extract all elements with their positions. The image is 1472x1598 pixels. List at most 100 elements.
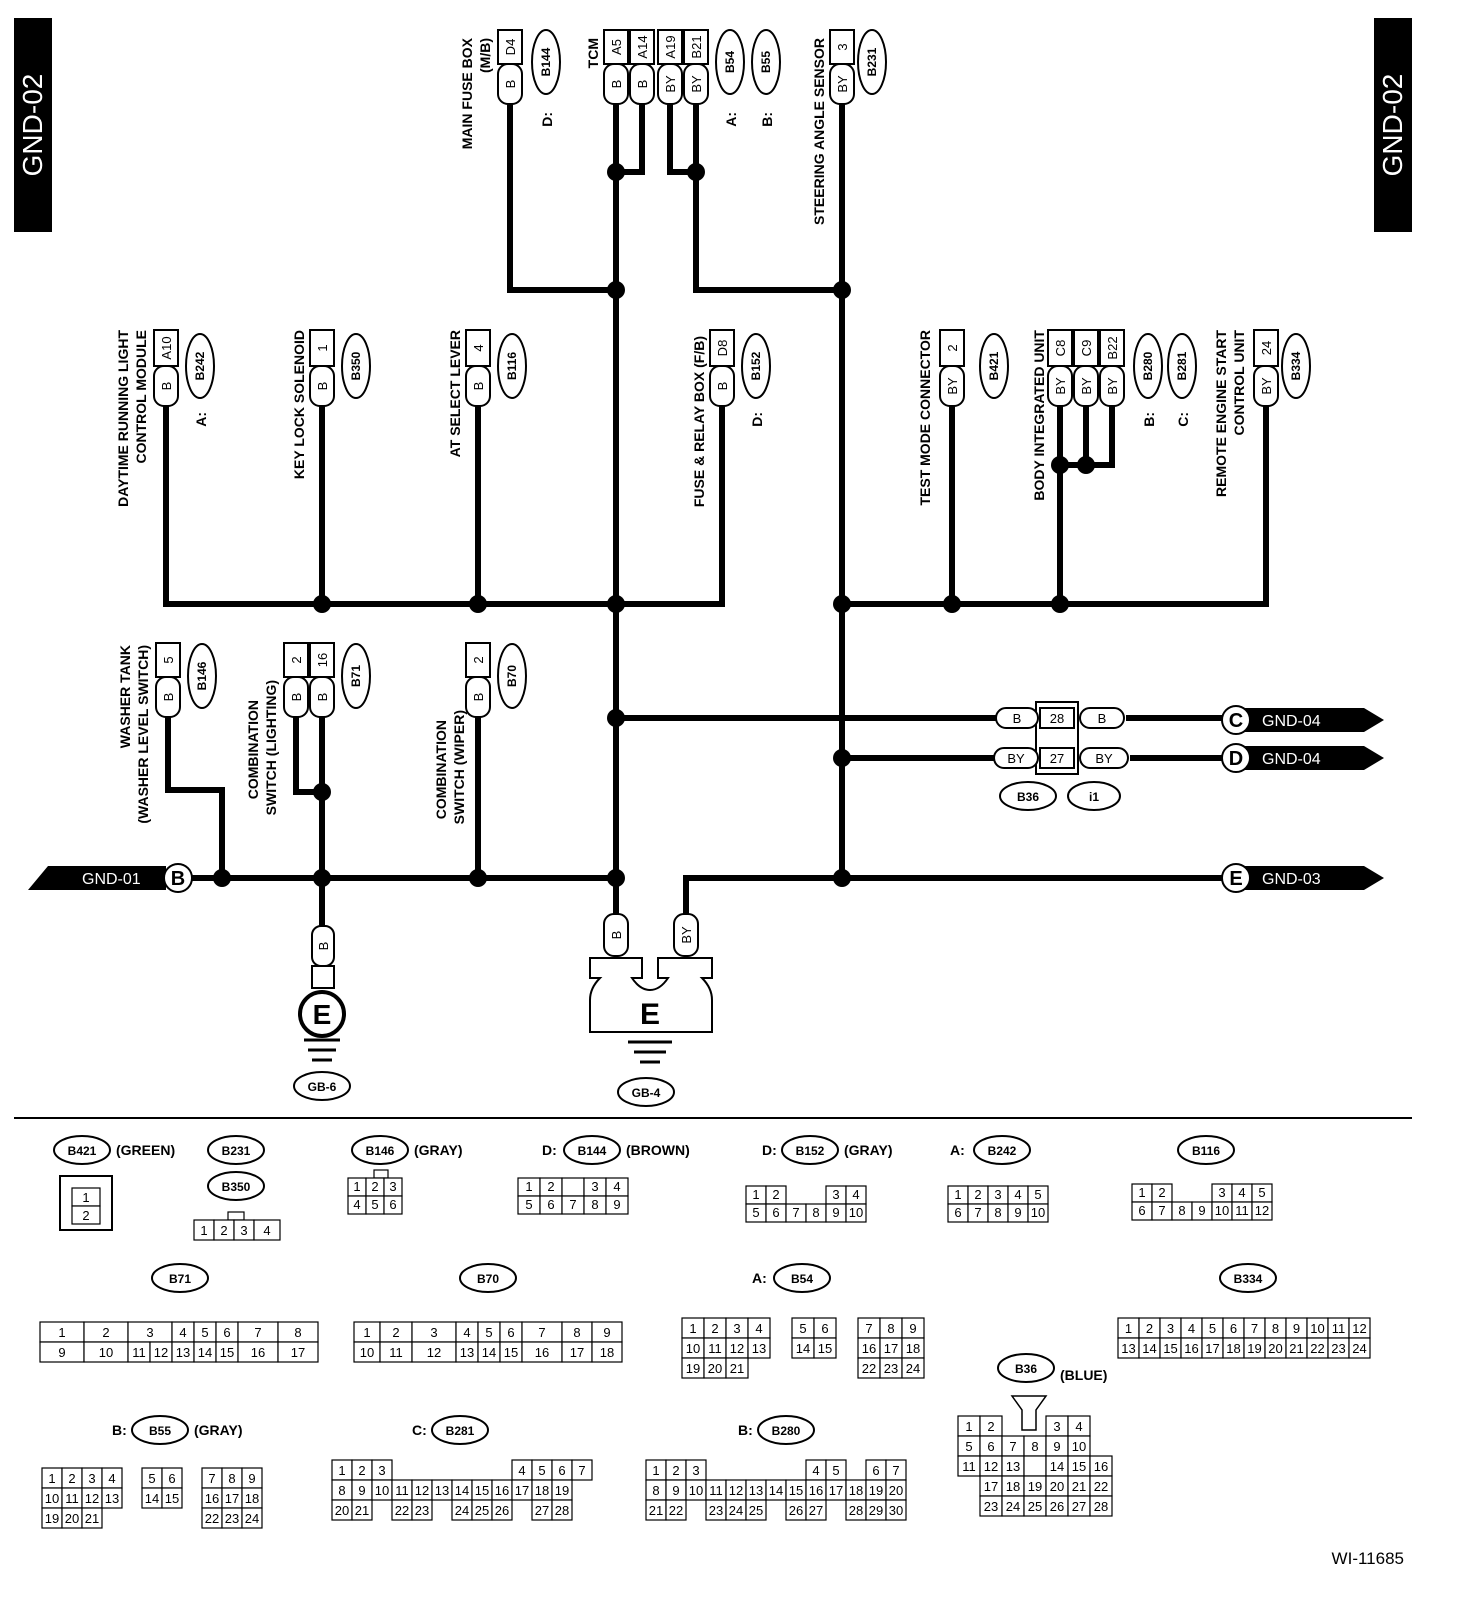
svg-text:12: 12 [427, 1345, 441, 1360]
svg-text:16: 16 [809, 1483, 823, 1498]
joint-connector-b36-i1: B 28 B BY 27 BY B36 i1 [993, 701, 1129, 811]
svg-text:BY: BY [689, 75, 704, 93]
svg-text:8: 8 [228, 1471, 235, 1486]
svg-text:21: 21 [730, 1361, 744, 1376]
combination-switch-lighting-connector: COMBINATION SWITCH (LIGHTING) 2 16 B B B… [245, 642, 371, 815]
svg-text:B55: B55 [149, 1424, 171, 1438]
svg-text:12: 12 [729, 1483, 743, 1498]
svg-text:5: 5 [161, 656, 176, 663]
svg-text:6: 6 [168, 1471, 175, 1486]
svg-text:BY: BY [1007, 751, 1025, 766]
svg-text:(BLUE): (BLUE) [1060, 1367, 1107, 1383]
svg-text:2: 2 [1146, 1321, 1153, 1336]
svg-text:17: 17 [570, 1345, 584, 1360]
svg-text:21: 21 [649, 1503, 663, 1518]
svg-text:6: 6 [558, 1463, 565, 1478]
svg-text:B36: B36 [1015, 1362, 1037, 1376]
svg-text:13: 13 [752, 1341, 766, 1356]
svg-text:SWITCH (WIPER): SWITCH (WIPER) [451, 710, 467, 824]
svg-text:18: 18 [906, 1341, 920, 1356]
svg-text:22: 22 [1310, 1341, 1324, 1356]
svg-text:27: 27 [1072, 1499, 1086, 1514]
tcm-connector: TCM A5 A14 A19 B21 B B BY BY B54 A: B55 … [585, 29, 781, 127]
svg-text:B: B [635, 80, 650, 89]
svg-text:2: 2 [392, 1325, 399, 1340]
svg-text:B:: B: [112, 1422, 127, 1438]
figure-id: WI-11685 [1332, 1549, 1404, 1568]
svg-text:A14: A14 [635, 35, 650, 58]
svg-text:16: 16 [315, 653, 330, 667]
svg-text:11: 11 [709, 1483, 723, 1498]
svg-text:6: 6 [772, 1205, 779, 1220]
svg-text:B231: B231 [865, 47, 879, 76]
svg-text:10: 10 [375, 1483, 389, 1498]
svg-text:BY: BY [1105, 377, 1120, 395]
svg-text:15: 15 [220, 1345, 234, 1360]
svg-text:23: 23 [984, 1499, 998, 1514]
ground-gb4: B BY E GB-4 [589, 913, 713, 1107]
svg-text:B116: B116 [1192, 1144, 1220, 1158]
svg-text:1: 1 [200, 1223, 207, 1238]
svg-text:5: 5 [525, 1197, 532, 1212]
svg-text:24: 24 [1352, 1341, 1366, 1356]
svg-text:24: 24 [1006, 1499, 1020, 1514]
svg-text:15: 15 [504, 1345, 518, 1360]
svg-text:3: 3 [1218, 1185, 1225, 1200]
main-fuse-box-connector: D4 B B144 D: MAIN FUSE BOX (M/B) [459, 29, 561, 149]
svg-text:B36: B36 [1017, 790, 1039, 804]
svg-text:6: 6 [987, 1439, 994, 1454]
svg-text:5: 5 [371, 1197, 378, 1212]
svg-text:A5: A5 [609, 39, 624, 55]
svg-text:B:: B: [738, 1422, 753, 1438]
svg-text:6: 6 [223, 1325, 230, 1340]
svg-text:DAYTIME RUNNING LIGHT: DAYTIME RUNNING LIGHT [115, 330, 131, 507]
svg-text:B: B [171, 868, 185, 890]
svg-text:3: 3 [1053, 1419, 1060, 1434]
svg-text:GND-01: GND-01 [82, 871, 141, 888]
svg-text:20: 20 [708, 1361, 722, 1376]
svg-text:23: 23 [709, 1503, 723, 1518]
svg-text:GND-02: GND-02 [1377, 74, 1408, 177]
svg-text:4: 4 [852, 1187, 859, 1202]
svg-text:B280: B280 [772, 1424, 801, 1438]
svg-text:15: 15 [818, 1341, 832, 1356]
svg-text:7: 7 [1158, 1203, 1165, 1218]
svg-text:3: 3 [240, 1223, 247, 1238]
svg-text:BODY INTEGRATED UNIT: BODY INTEGRATED UNIT [1031, 330, 1047, 501]
svg-text:16: 16 [205, 1491, 219, 1506]
svg-text:STEERING ANGLE SENSOR: STEERING ANGLE SENSOR [811, 38, 827, 225]
svg-text:WASHER TANK: WASHER TANK [117, 645, 133, 748]
svg-text:B281: B281 [1175, 351, 1189, 380]
svg-text:2: 2 [220, 1223, 227, 1238]
svg-text:D8: D8 [715, 340, 730, 357]
svg-text:B242: B242 [988, 1144, 1017, 1158]
svg-text:B144: B144 [578, 1144, 607, 1158]
svg-text:A:: A: [723, 112, 739, 127]
svg-text:B: B [471, 693, 486, 702]
svg-text:B: B [316, 942, 331, 951]
svg-text:10: 10 [99, 1345, 113, 1360]
svg-text:21: 21 [85, 1511, 99, 1526]
svg-text:B334: B334 [1234, 1272, 1263, 1286]
svg-text:24: 24 [245, 1511, 259, 1526]
svg-text:8: 8 [1178, 1203, 1185, 1218]
svg-text:5: 5 [1258, 1185, 1265, 1200]
svg-text:27: 27 [809, 1503, 823, 1518]
svg-text:B:: B: [1141, 412, 1157, 427]
svg-text:11: 11 [132, 1345, 146, 1360]
svg-text:9: 9 [613, 1197, 620, 1212]
svg-text:18: 18 [849, 1483, 863, 1498]
svg-text:12: 12 [1352, 1321, 1366, 1336]
drl-module-connector: DAYTIME RUNNING LIGHT CONTROL MODULE A10… [115, 329, 215, 507]
svg-text:TCM: TCM [585, 38, 601, 68]
svg-text:18: 18 [1006, 1479, 1020, 1494]
svg-text:14: 14 [1050, 1459, 1064, 1474]
svg-text:CONTROL UNIT: CONTROL UNIT [1231, 330, 1247, 436]
svg-text:B71: B71 [349, 665, 363, 687]
svg-text:BY: BY [1259, 377, 1274, 395]
svg-text:8: 8 [652, 1483, 659, 1498]
svg-text:3: 3 [835, 43, 850, 50]
svg-text:REMOTE ENGINE START: REMOTE ENGINE START [1213, 330, 1229, 497]
